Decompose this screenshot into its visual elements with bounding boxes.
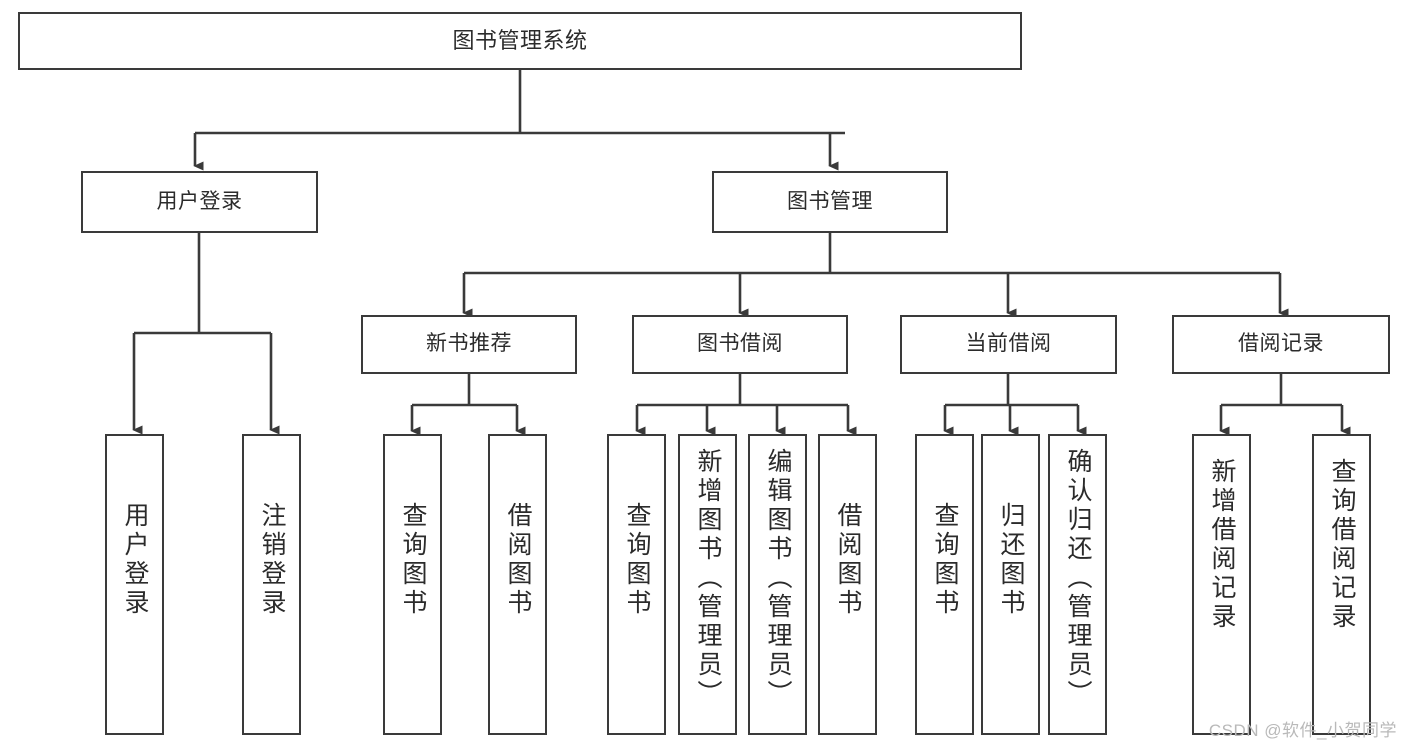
node-book-management[interactable]: 图书管理 — [712, 171, 948, 233]
node-label: 新增借阅记录 — [1208, 458, 1236, 632]
leaf-query-book-current[interactable]: 查询图书 — [915, 434, 974, 735]
leaf-return-book[interactable]: 归还图书 — [981, 434, 1040, 735]
node-label: 编辑图书（管理员） — [764, 448, 792, 709]
node-label: 查询借阅记录 — [1328, 458, 1356, 632]
leaf-add-book-admin[interactable]: 新增图书（管理员） — [678, 434, 737, 735]
node-label: 新书推荐 — [426, 332, 512, 356]
node-label: 查询图书 — [931, 502, 959, 618]
leaf-query-book-borrowing[interactable]: 查询图书 — [607, 434, 666, 735]
node-label: 借阅记录 — [1238, 332, 1324, 356]
node-borrow-records[interactable]: 借阅记录 — [1172, 315, 1390, 374]
leaf-confirm-return-admin[interactable]: 确认归还（管理员） — [1048, 434, 1107, 735]
watermark: CSDN @软件_小贺同学 — [1208, 721, 1397, 740]
node-label: 归还图书 — [997, 502, 1025, 618]
node-label: 用户登录 — [121, 502, 149, 618]
node-label: 确认归还（管理员） — [1064, 448, 1092, 709]
node-label: 注销登录 — [258, 502, 286, 618]
node-label: 查询图书 — [399, 502, 427, 618]
node-root-system[interactable]: 图书管理系统 — [18, 12, 1022, 70]
leaf-query-book-recommendation[interactable]: 查询图书 — [383, 434, 442, 735]
leaf-add-borrow-record[interactable]: 新增借阅记录 — [1192, 434, 1251, 735]
node-new-book-recommendation[interactable]: 新书推荐 — [361, 315, 577, 374]
leaf-user-logout[interactable]: 注销登录 — [242, 434, 301, 735]
node-label: 图书借阅 — [697, 332, 783, 356]
leaf-borrow-book-recommendation[interactable]: 借阅图书 — [488, 434, 547, 735]
node-label: 图书管理 — [787, 189, 873, 213]
node-book-borrowing[interactable]: 图书借阅 — [632, 315, 848, 374]
leaf-query-borrow-record[interactable]: 查询借阅记录 — [1312, 434, 1371, 735]
leaf-user-login[interactable]: 用户登录 — [105, 434, 164, 735]
node-user-login[interactable]: 用户登录 — [81, 171, 318, 233]
node-current-borrowing[interactable]: 当前借阅 — [900, 315, 1117, 374]
leaf-borrow-book[interactable]: 借阅图书 — [818, 434, 877, 735]
node-label: 查询图书 — [623, 502, 651, 618]
node-label: 借阅图书 — [504, 502, 532, 618]
node-label: 借阅图书 — [834, 502, 862, 618]
node-label: 当前借阅 — [965, 332, 1052, 356]
node-label: 图书管理系统 — [452, 28, 588, 54]
node-label: 用户登录 — [156, 189, 243, 213]
leaf-edit-book-admin[interactable]: 编辑图书（管理员） — [748, 434, 807, 735]
node-label: 新增图书（管理员） — [694, 448, 722, 709]
